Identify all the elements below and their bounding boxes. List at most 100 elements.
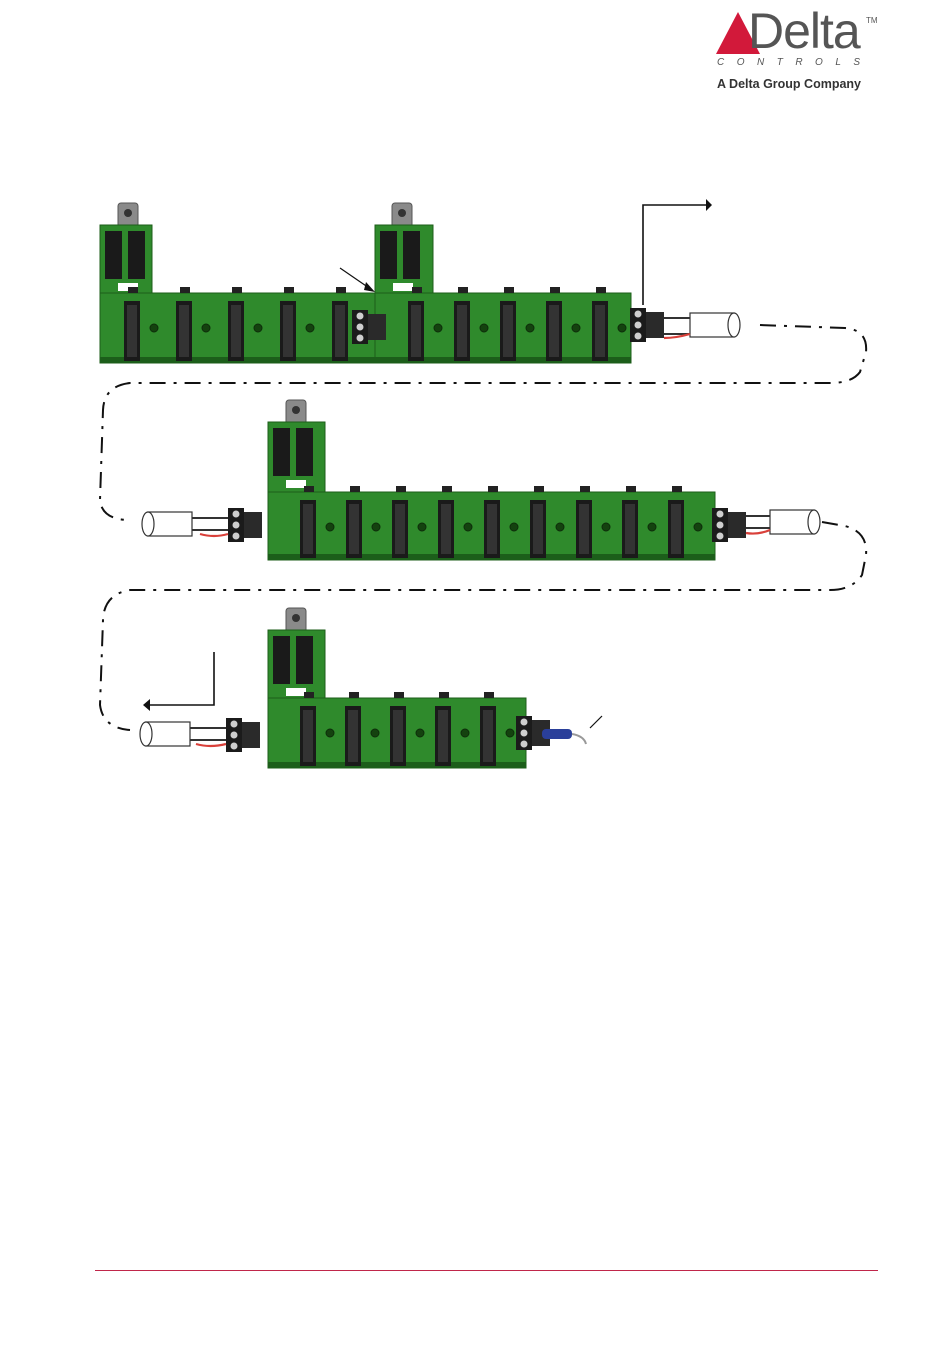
tower-connector: [105, 231, 122, 279]
board-screw-icon: [480, 324, 488, 332]
wire-black: [746, 516, 770, 528]
io-slot-pins: [579, 504, 589, 554]
board-link-connector: [352, 310, 386, 344]
terminal-screw-icon: [357, 335, 364, 342]
board-screw-icon: [434, 324, 442, 332]
io-slot-pins: [549, 305, 559, 357]
io-slot-pins: [438, 710, 448, 762]
wire-red: [746, 530, 770, 534]
tower-label: [393, 283, 413, 291]
board-screw-icon: [506, 729, 514, 737]
terminal-screw-icon: [717, 511, 724, 518]
cable-end-mid-left: [142, 512, 192, 536]
cable-jacket: [148, 512, 192, 536]
board-screw-icon: [150, 324, 158, 332]
terminal-screw-icon: [521, 719, 528, 726]
slot-clip: [504, 287, 514, 293]
io-slot-pins: [483, 710, 493, 762]
board-screw-icon: [556, 523, 564, 531]
tower-connector: [296, 428, 313, 476]
slot-clip: [349, 692, 359, 698]
io-slot-pins: [303, 504, 313, 554]
board-screw-icon: [461, 729, 469, 737]
boards-layer: [100, 203, 715, 768]
mounting-hole-icon: [398, 209, 406, 217]
cable-end-cap: [808, 510, 820, 534]
terminal-board3-right: [712, 508, 746, 542]
board-screw-icon: [694, 523, 702, 531]
terminal-screw-icon: [717, 533, 724, 540]
board-screw-icon: [202, 324, 210, 332]
slot-clip: [232, 287, 242, 293]
terminal-screw-icon: [635, 311, 642, 318]
slot-clip: [626, 486, 636, 492]
terminal-screw-icon: [357, 313, 364, 320]
board-screw-icon: [464, 523, 472, 531]
terminal-plug: [242, 722, 260, 748]
slot-clip: [458, 287, 468, 293]
board-screw-icon: [254, 324, 262, 332]
board-screw-icon: [526, 324, 534, 332]
slot-clip: [672, 486, 682, 492]
tower-label: [286, 480, 306, 488]
slot-clip: [284, 287, 294, 293]
io-slot-pins: [487, 504, 497, 554]
terminator-pointer: [590, 716, 602, 728]
mounting-hole-icon: [292, 614, 300, 622]
out-arrow-top-head: [706, 199, 712, 211]
io-slot-pins: [179, 305, 189, 357]
slot-clip: [488, 486, 498, 492]
board-screw-icon: [326, 729, 334, 737]
board-screw-icon: [618, 324, 626, 332]
tower-connector: [296, 636, 313, 684]
out-arrow-bottom: [150, 652, 214, 705]
slot-clip: [304, 486, 314, 492]
cable-end-cap: [140, 722, 152, 746]
resistor-body: [542, 729, 572, 739]
tower-connector: [273, 636, 290, 684]
cable-end-cap: [728, 313, 740, 337]
terminal-screw-icon: [233, 511, 240, 518]
terminal-screw-icon: [635, 322, 642, 329]
slot-clip: [534, 486, 544, 492]
terminal-plug: [244, 512, 262, 538]
slot-clip: [439, 692, 449, 698]
resistor-lead: [572, 734, 586, 744]
cable-jacket: [146, 722, 190, 746]
io-slot-pins: [303, 710, 313, 762]
tower-connector: [403, 231, 420, 279]
io-slot-pins: [411, 305, 421, 357]
joint-pointer-head: [364, 282, 375, 292]
board-screw-icon: [326, 523, 334, 531]
board-screw-icon: [572, 324, 580, 332]
slot-clip: [394, 692, 404, 698]
tower-connector: [380, 231, 397, 279]
footer-rule: [95, 1270, 878, 1271]
slot-clip: [442, 486, 452, 492]
mounting-hole-icon: [124, 209, 132, 217]
board-3: [268, 400, 715, 560]
board-screw-icon: [371, 729, 379, 737]
board-screw-icon: [510, 523, 518, 531]
slot-clip: [550, 287, 560, 293]
io-slot-pins: [393, 710, 403, 762]
board-screw-icon: [372, 523, 380, 531]
io-slot-pins: [395, 504, 405, 554]
cable-end-bottom-left: [140, 722, 190, 746]
slot-clip: [396, 486, 406, 492]
terminal-screw-icon: [231, 743, 238, 750]
slot-clip: [350, 486, 360, 492]
slot-clip: [336, 287, 346, 293]
wire-red: [200, 534, 228, 536]
io-slot-pins: [625, 504, 635, 554]
terminal-plug: [728, 512, 746, 538]
board-1: [100, 203, 376, 363]
io-slot-pins: [595, 305, 605, 357]
slot-clip: [304, 692, 314, 698]
slot-clip: [596, 287, 606, 293]
terminal-board4-left: [226, 718, 260, 752]
io-slot-pins: [335, 305, 345, 357]
board-2: [375, 203, 631, 363]
board-screw-icon: [418, 523, 426, 531]
